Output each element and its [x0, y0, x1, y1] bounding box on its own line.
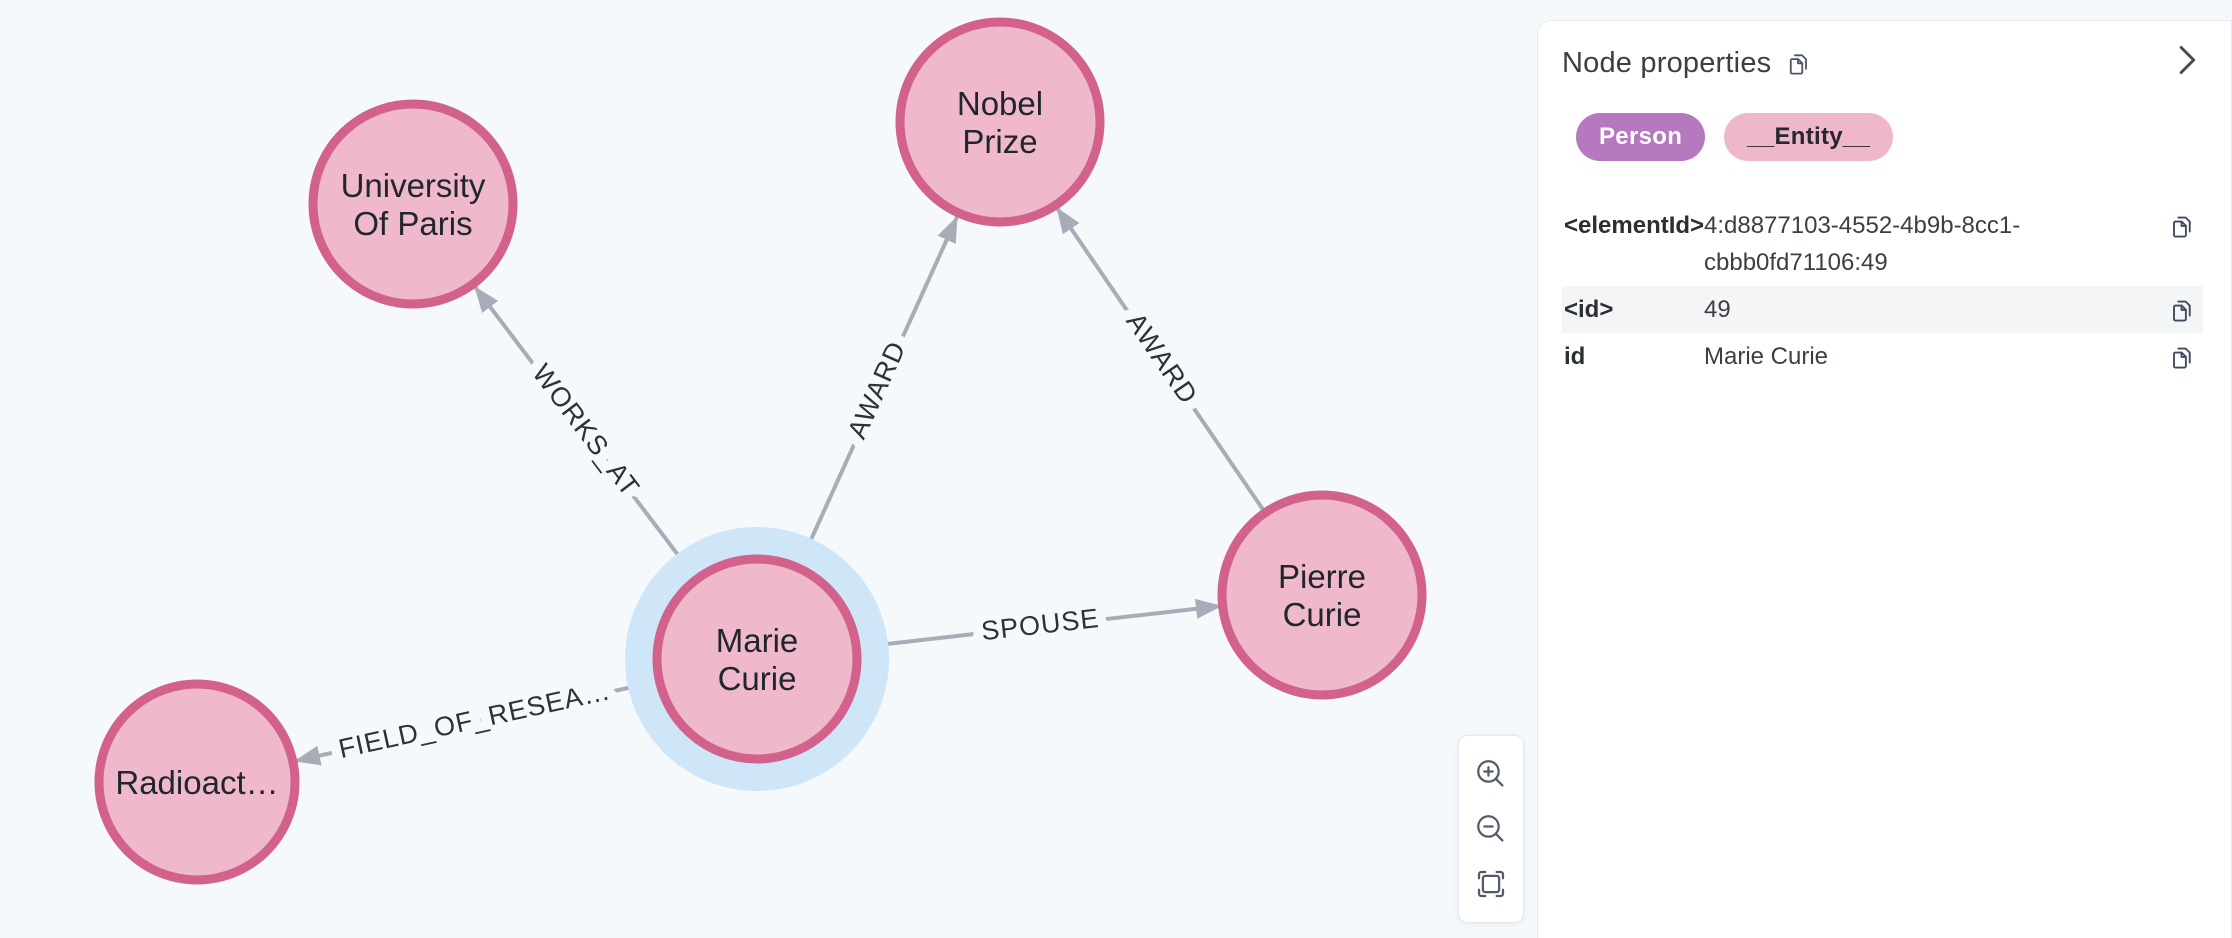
frame-corners-icon	[1477, 871, 1505, 898]
panel-title: Node properties	[1562, 47, 1772, 79]
node-caption: Curie	[1283, 596, 1362, 633]
edge-label-AWARD[interactable]: AWARD	[1110, 297, 1213, 419]
node-properties-panel: Node properties Person __Entity__ <elemen…	[1537, 20, 2232, 938]
node-radioactivity[interactable]: Radioact…	[94, 679, 300, 885]
copy-icon	[1790, 54, 1808, 75]
magnifier-plus-icon	[1477, 759, 1504, 787]
edge-SPOUSE[interactable]	[859, 598, 1222, 649]
node-caption: Nobel	[957, 85, 1043, 122]
property-value: 4:d8877103-4552-4b9b-8cc1-cbbb0fd71106:4…	[1704, 212, 2021, 276]
node-caption: Of Paris	[353, 205, 472, 242]
copy-icon	[2173, 347, 2191, 369]
zoom-controls	[1458, 735, 1524, 923]
zoom-in-button[interactable]	[1473, 756, 1509, 792]
label-chip-person[interactable]: Person	[1576, 113, 1706, 161]
node-label-chips: Person __Entity__	[1576, 113, 2203, 161]
node-caption: University	[341, 167, 486, 204]
node-caption: Marie	[716, 622, 799, 659]
property-row: id Marie Curie	[1562, 333, 2203, 380]
zoom-out-button[interactable]	[1473, 811, 1509, 847]
edge-label-SPOUSE[interactable]: SPOUSE	[970, 593, 1111, 656]
property-row: <elementId>4:d8877103-4552-4b9b-8cc1-cbb…	[1562, 202, 2203, 286]
property-key: <id>	[1564, 296, 1614, 323]
panel-header: Node properties	[1562, 45, 2203, 80]
copy-property-button[interactable]	[2167, 342, 2197, 372]
magnifier-minus-icon	[1477, 815, 1504, 842]
edge-label-AWARD[interactable]: AWARD	[832, 326, 922, 453]
edge-AWARD[interactable]	[798, 216, 959, 565]
edge-WORKS_AT[interactable]	[473, 285, 696, 578]
chevron-right-icon	[2179, 45, 2196, 75]
copy-icon	[2173, 300, 2191, 322]
edge-FIELD_OF_RESEA…[interactable]	[294, 680, 656, 766]
label-chip-entity[interactable]: __Entity__	[1724, 113, 1894, 161]
property-value: Marie Curie	[1704, 343, 1829, 370]
property-key: <elementId>	[1564, 212, 1705, 239]
copy-all-properties-button[interactable]	[1784, 49, 1813, 78]
collapse-panel-button[interactable]	[2165, 39, 2207, 81]
properties-table: <elementId>4:d8877103-4552-4b9b-8cc1-cbb…	[1562, 202, 2203, 380]
property-value: 49	[1704, 296, 1731, 323]
node-caption: Prize	[962, 123, 1037, 160]
node-caption: Curie	[718, 660, 797, 697]
edge-label-WORKS_AT[interactable]: WORKS_AT	[516, 349, 655, 513]
edge-label-FIELD_OF_RESEA…[interactable]: FIELD_OF_RESEA…	[326, 665, 624, 774]
node-caption: Pierre	[1278, 558, 1366, 595]
edge-AWARD[interactable]	[1055, 206, 1266, 513]
property-key: id	[1564, 343, 1586, 370]
copy-property-button[interactable]	[2167, 211, 2197, 241]
copy-property-button[interactable]	[2167, 295, 2197, 325]
copy-icon	[2173, 216, 2191, 238]
property-row: <id> 49	[1562, 286, 2203, 333]
node-caption: Radioact…	[115, 764, 278, 801]
fit-to-screen-button[interactable]	[1473, 866, 1509, 902]
